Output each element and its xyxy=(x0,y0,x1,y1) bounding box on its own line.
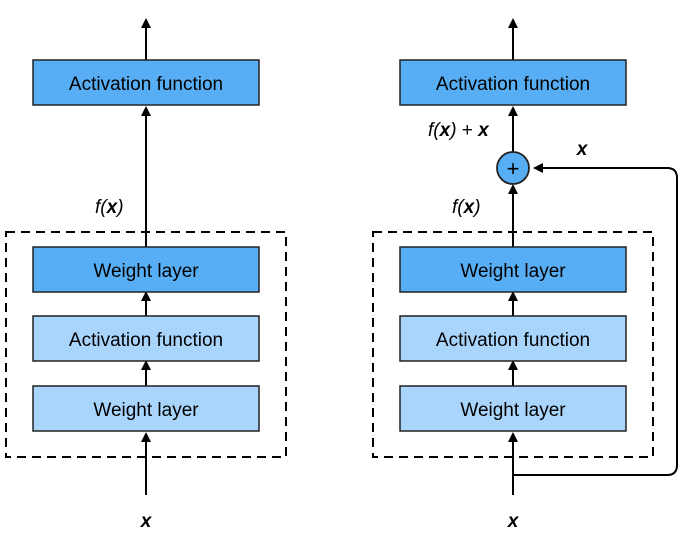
left-activation-function-mid xyxy=(32,315,260,362)
right-input-label: x xyxy=(507,511,520,532)
left-fx-func: f( xyxy=(95,197,108,218)
right-fx-var: x xyxy=(463,197,476,218)
left-weight-layer-top-label: Weight layer xyxy=(93,261,199,282)
right-weight-layer-bottom-label: Weight layer xyxy=(460,400,566,421)
residual-block: Activation function + Weight layer Activ… xyxy=(372,18,678,532)
right-activation-function-top-label: Activation function xyxy=(436,74,590,95)
right-sum-label: f(x) + x xyxy=(428,120,490,141)
left-activation-function-mid-label: Activation function xyxy=(69,330,223,351)
left-weight-layer-bottom-label: Weight layer xyxy=(93,400,199,421)
right-fx-label: f(x) xyxy=(452,197,481,218)
right-activation-function-mid xyxy=(399,315,627,362)
skip-connection-label: x xyxy=(576,139,589,160)
left-fx-close: ) xyxy=(115,197,123,218)
right-sum-close: ) xyxy=(448,120,456,141)
left-activation-function-top-label: Activation function xyxy=(69,74,223,95)
right-fx-close: ) xyxy=(472,197,480,218)
right-weight-layer-bottom xyxy=(399,385,627,432)
right-sum-plus: + xyxy=(457,120,479,141)
right-weight-layer-top-label: Weight layer xyxy=(460,261,566,282)
right-fx-func: f( xyxy=(452,197,465,218)
right-sum-x: x xyxy=(477,120,490,141)
right-activation-function-mid-label: Activation function xyxy=(436,330,590,351)
left-input-label: x xyxy=(140,511,153,532)
right-activation-function-top xyxy=(399,59,627,106)
left-fx-var: x xyxy=(106,197,119,218)
right-sum-var: x xyxy=(439,120,452,141)
left-activation-function-top xyxy=(32,59,260,106)
regular-block: Activation function Weight layer Activat… xyxy=(5,18,287,532)
right-weight-layer-top xyxy=(399,246,627,293)
adder-circle xyxy=(496,151,530,185)
right-sum-func: f( xyxy=(428,120,441,141)
left-weight-layer-top xyxy=(32,246,260,293)
skip-connection xyxy=(513,163,678,476)
adder-plus-icon: + xyxy=(507,156,520,181)
left-fx-label: f(x) xyxy=(95,197,124,218)
left-weight-layer-bottom xyxy=(32,385,260,432)
